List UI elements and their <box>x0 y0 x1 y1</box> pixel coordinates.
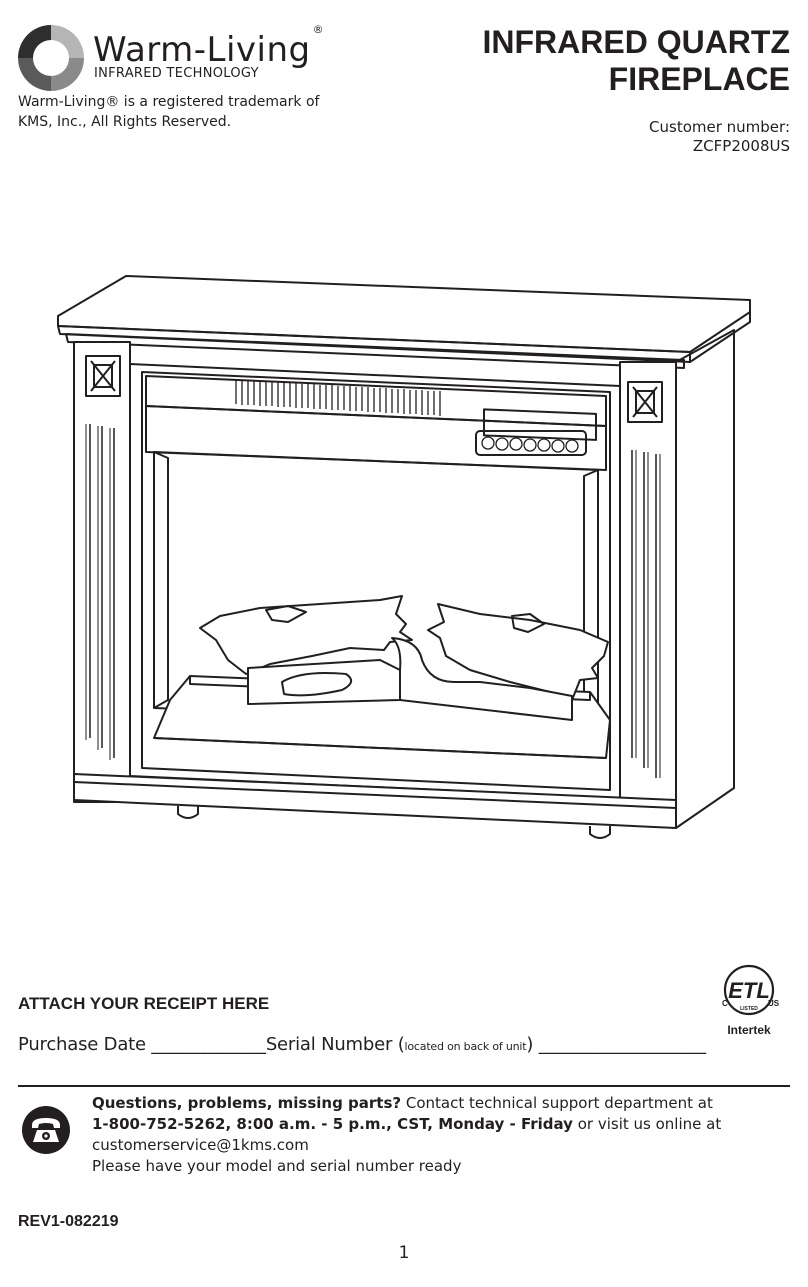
trademark-notice: Warm-Living® is a registered trademark o… <box>18 92 348 132</box>
customer-number-block: Customer number: ZCFP2008US <box>530 118 790 156</box>
purchase-date-label: Purchase Date <box>18 1034 146 1055</box>
section-divider <box>18 1085 790 1087</box>
support-intro-text: Contact technical support department at <box>401 1094 713 1112</box>
etl-us-letters: US <box>768 999 780 1008</box>
customer-number-value: ZCFP2008US <box>692 137 790 155</box>
support-phone-hours: 1-800-752-5262, 8:00 a.m. - 5 p.m., CST,… <box>92 1115 573 1133</box>
support-info: Questions, problems, missing parts? Cont… <box>92 1093 792 1177</box>
page-number: 1 <box>398 1243 410 1263</box>
support-note: Please have your model and serial number… <box>92 1157 462 1175</box>
etl-listed-text: LISTED <box>740 1006 758 1012</box>
telephone-icon <box>22 1106 70 1154</box>
revision-code: REV1-082219 <box>18 1213 119 1230</box>
support-online-text: or visit us online at <box>572 1115 722 1133</box>
document-title: INFRARED QUARTZ FIREPLACE <box>450 24 790 98</box>
receipt-heading: ATTACH YOUR RECEIPT HERE <box>18 994 270 1013</box>
brand-name: Warm-Living® <box>93 22 325 70</box>
trademark-line: KMS, Inc., All Rights Reserved. <box>18 114 232 130</box>
fireplace-illustration <box>57 275 751 839</box>
title-line: INFRARED QUARTZ <box>482 24 790 60</box>
etl-mark-text: ETL <box>728 978 770 1003</box>
serial-note: located on back of unit <box>404 1040 527 1053</box>
etl-c-letter: C <box>722 999 728 1008</box>
support-intro-bold: Questions, problems, missing parts? <box>92 1094 402 1112</box>
purchase-info-line: Purchase Date _____________Serial Number… <box>18 1034 706 1055</box>
brand-tagline: INFRARED TECHNOLOGY <box>94 66 259 81</box>
support-email-link[interactable]: customerservice@1kms.com <box>92 1136 309 1154</box>
trademark-line: Warm-Living® is a registered trademark o… <box>18 94 320 110</box>
intertek-label: Intertek <box>727 1023 771 1037</box>
customer-number-label: Customer number: <box>649 118 790 136</box>
brand-logo-icon <box>18 25 84 91</box>
title-line: FIREPLACE <box>608 61 790 97</box>
serial-number-label: Serial Number <box>265 1034 393 1055</box>
etl-certification-icon: ETL C US LISTED Intertek <box>722 964 780 1037</box>
